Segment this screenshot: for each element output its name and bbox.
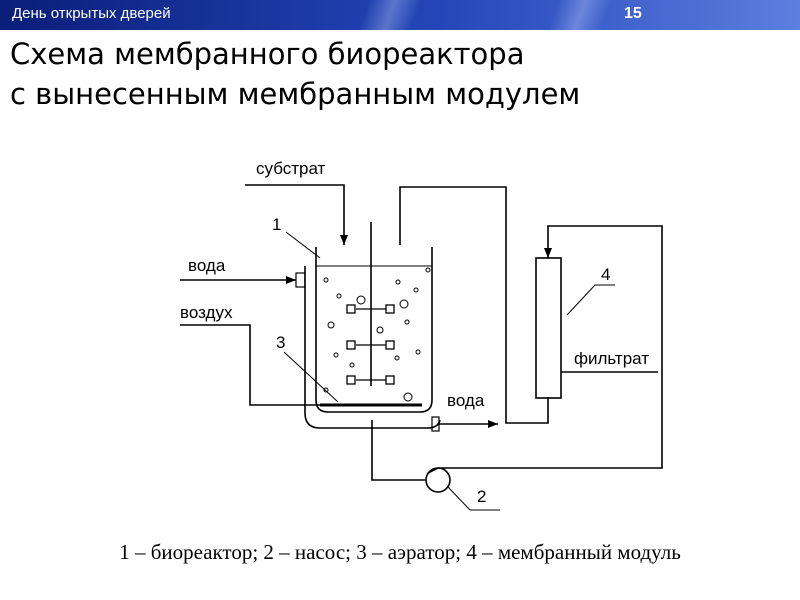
vessel-jacket — [304, 266, 441, 429]
slide-title: Схема мембранного биореактора с вынесенн… — [10, 34, 580, 114]
label-filtrate: фильтрат — [574, 349, 649, 368]
pump-to-module-line — [438, 225, 663, 469]
bioreactor-vessel — [315, 247, 433, 413]
membrane-module — [535, 257, 562, 399]
air-bubbles — [323, 267, 431, 402]
header-title: День открытых дверей — [12, 5, 171, 22]
pump-discharge — [427, 467, 439, 474]
label-water-in: вода — [188, 256, 226, 275]
header-decoration — [330, 0, 450, 30]
return-line — [399, 186, 549, 424]
label-water-out: вода — [447, 391, 485, 410]
substrate-line — [245, 184, 348, 245]
leader-2 — [447, 486, 500, 511]
leader-4 — [566, 284, 615, 316]
slide-title-line-1: Схема мембранного биореактора — [10, 37, 525, 71]
water-inlet-nozzle — [295, 272, 306, 288]
label-air: воздух — [180, 303, 233, 322]
header-decoration — [520, 0, 640, 30]
slide-number: 15 — [624, 5, 642, 22]
impeller — [346, 304, 395, 385]
label-number-2: 2 — [477, 487, 486, 506]
label-number-3: 3 — [276, 333, 285, 352]
label-number-4: 4 — [601, 265, 610, 284]
leader-3 — [283, 351, 339, 403]
label-number-1: 1 — [272, 215, 281, 234]
caption: 1 – биореактор; 2 – насос; 3 – аэратор; … — [119, 540, 681, 564]
slide-title-line-2: с вынесенным мембранным модулем — [10, 77, 581, 111]
header-bar: День открытых дверей 15 — [0, 0, 800, 30]
drain-line — [371, 420, 425, 481]
label-substrate: субстрат — [256, 159, 326, 178]
air-line — [180, 324, 422, 406]
leader-1 — [285, 231, 321, 259]
